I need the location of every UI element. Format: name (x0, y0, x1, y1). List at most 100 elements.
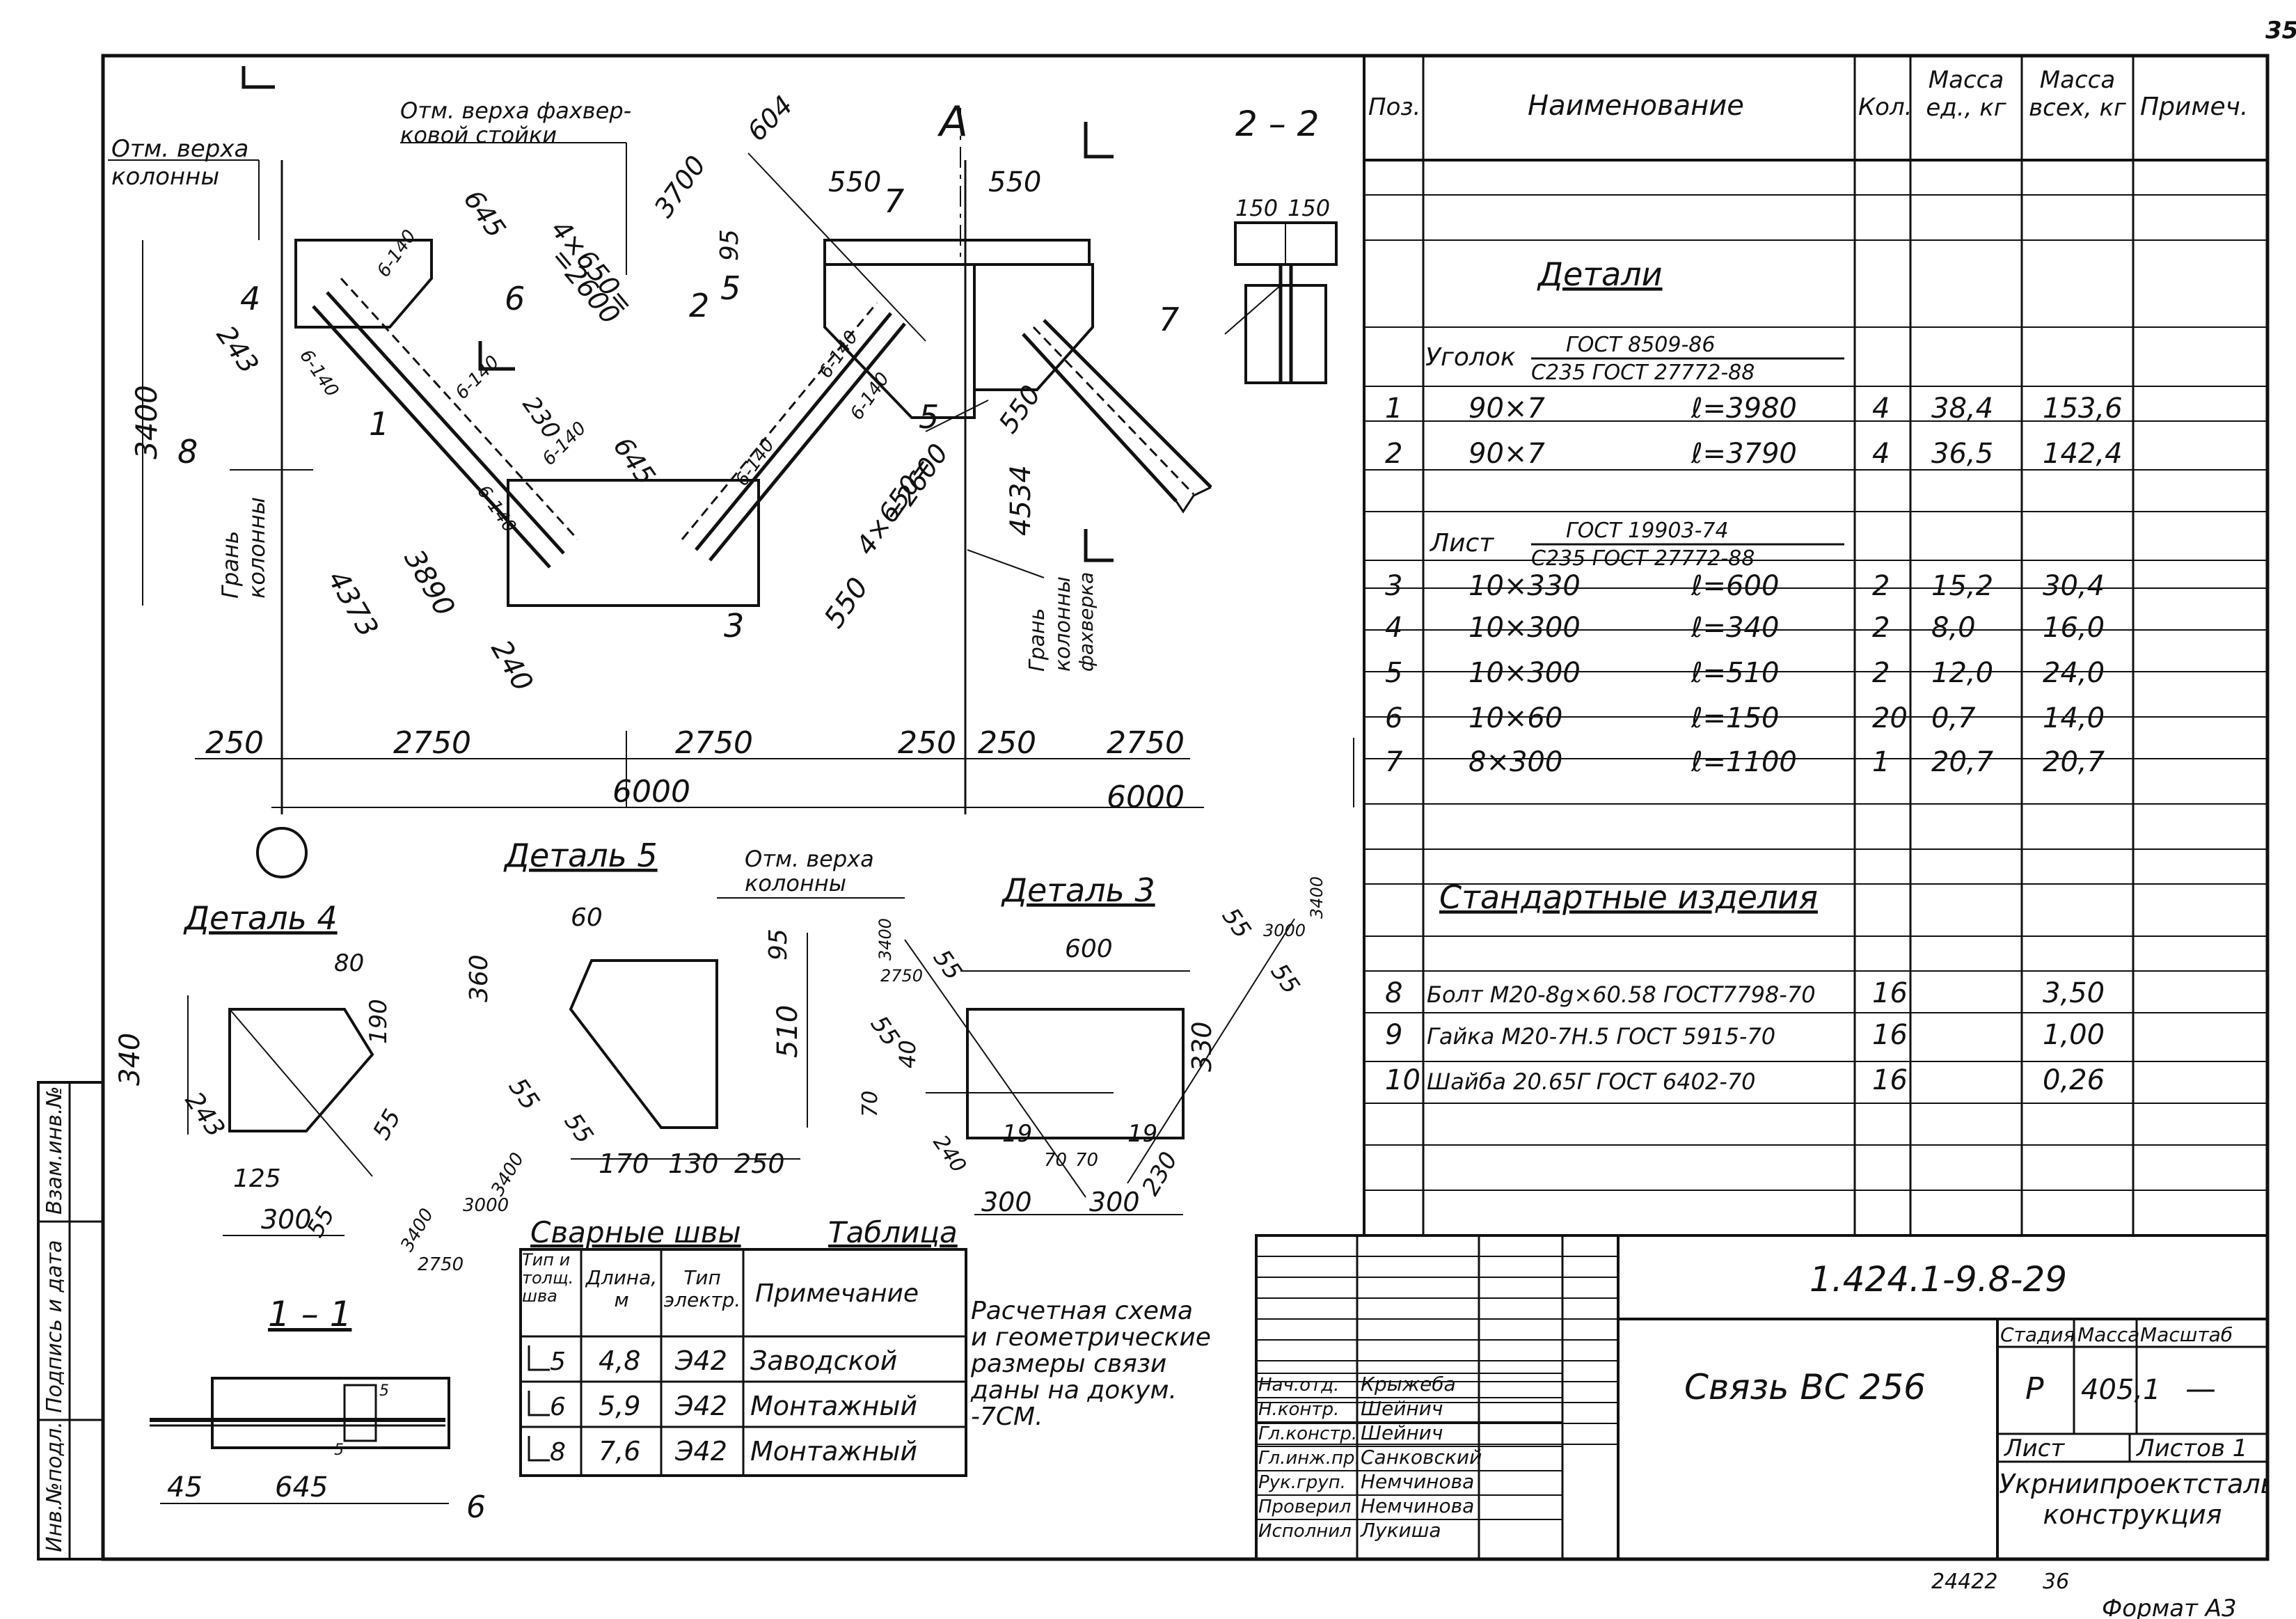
spec-length: ℓ=3980 (1691, 393, 1797, 425)
dimension-label: 550 (818, 572, 875, 634)
spec-mass-unit: 38,4 (1931, 393, 1993, 425)
detail-3: Деталь 3 (904, 871, 1295, 1215)
spec-mass-total: 14,0 (2043, 702, 2105, 734)
spec-sections: Детали Уголок ГОСТ 8509-86 С235 ГОСТ 277… (1425, 255, 1844, 916)
weld-mark: 6-140 (373, 226, 420, 281)
sheet-std-bottom: С235 ГОСТ 27772-88 (1531, 546, 1755, 571)
bottom-dimension: 250 (898, 725, 956, 761)
angle-std-bottom: С235 ГОСТ 27772-88 (1531, 361, 1755, 385)
spec-mass-total: 20,7 (2043, 746, 2105, 778)
spec-qty: 2 (1872, 657, 1890, 689)
detail-3-dimension: 300 (1089, 1187, 1140, 1217)
axis-bubble (256, 827, 308, 878)
stamp-role: Гл.констр. (1258, 1423, 1357, 1444)
detail-3-slope-ra: 3400 (1307, 876, 1327, 919)
section-1-1-dimension: 45 (167, 1471, 203, 1503)
mass-label: Масса (2077, 1323, 2139, 1346)
section-details: Детали (1537, 255, 1663, 293)
drawing-title: Связь ВС 256 (1684, 1367, 1926, 1407)
detail-4-title: Деталь 4 (183, 899, 338, 937)
spec-length: ℓ=150 (1691, 702, 1779, 734)
bottom-dimension: 6000 (1107, 780, 1185, 815)
detail-3-slope-rb: 3000 (1263, 921, 1306, 940)
spec-name: 10×60 (1468, 702, 1562, 734)
weld-type: 5 (550, 1348, 566, 1376)
weld-note: Монтажный (750, 1391, 917, 1421)
sheet-label: Лист (2003, 1435, 2065, 1462)
spec-name: 90×7 (1468, 393, 1545, 425)
spec-pos: 9 (1385, 1019, 1402, 1051)
fach-face-2: колонны (1051, 576, 1075, 672)
dimension-label: 3700 (648, 150, 712, 223)
spec-qty: 16 (1872, 1064, 1908, 1096)
spec-qty: 4 (1872, 393, 1890, 425)
section-1-1-title: 1 – 1 (268, 1294, 351, 1334)
bottom-dimension: 2750 (675, 725, 753, 761)
spec-mass-total: 1,00 (2043, 1019, 2105, 1051)
spec-pos: 4 (1385, 612, 1402, 644)
stamp-role: Нач.отд. (1258, 1375, 1339, 1396)
note-line: размеры связи (970, 1350, 1166, 1378)
detail-4-dimension: 55 (367, 1105, 406, 1144)
detail-5: Деталь 5 Отм. верха колонны (503, 837, 905, 1160)
spec-header-pos: Поз. (1368, 93, 1420, 121)
detail-4-dimension: 340 (114, 1033, 146, 1086)
bottom-dimension: 2750 (393, 725, 471, 761)
position-number: 1 (369, 405, 389, 443)
detail-4-dimension: 125 (233, 1164, 281, 1193)
spec-qty: 16 (1872, 1019, 1908, 1051)
weld-mark: 6-140 (731, 435, 779, 490)
position-number: 2 (689, 287, 709, 324)
stamp-name: Санковский (1361, 1446, 1482, 1469)
margin-label-sign: Подпись и дата (42, 1240, 67, 1414)
weld-header-len: Длина, м (585, 1267, 658, 1311)
dimension-label: 4373 (321, 565, 384, 642)
detail-3-dimension: 55 (1217, 903, 1257, 943)
weld-header-note: Примечание (755, 1279, 919, 1308)
note-line: Расчетная схема (971, 1297, 1193, 1325)
scale-value: — (2185, 1371, 2216, 1407)
stamp-name: Крыжеба (1361, 1373, 1456, 1396)
dimension-label: 604 (741, 90, 798, 147)
mass-value: 405,1 (2081, 1374, 2161, 1406)
bottom-dimension: 6000 (612, 774, 690, 810)
spec-length: ℓ=510 (1691, 657, 1779, 689)
position-number: 8 (177, 433, 198, 471)
spec-mass-unit: 12,0 (1931, 657, 1993, 689)
dimension-label: =2600 (878, 439, 954, 530)
dimension-label: 645 (458, 184, 512, 244)
dimension-label: 240 (484, 635, 539, 697)
weld-electrode: Э42 (674, 1391, 727, 1421)
detail-5-top-2: колонны (745, 870, 846, 897)
position-number: 5 (720, 269, 741, 307)
bottom-number-2: 36 (2043, 1570, 2069, 1594)
dimension-label: 3890 (397, 544, 461, 622)
col-face-1: Грань (217, 530, 244, 599)
stamp-name: Шейнич (1361, 1397, 1443, 1420)
spec-name: 10×300 (1468, 657, 1581, 689)
sheet-frame (101, 54, 2270, 1561)
dimension-label: 150 (1288, 195, 1330, 221)
spec-length: ℓ=340 (1691, 612, 1779, 644)
fach-top-line1: Отм. верха фахвер- (400, 97, 631, 124)
bottom-number-1: 24422 (1931, 1570, 1997, 1594)
section-1-1-dimension: 645 (275, 1471, 328, 1503)
weld-header-el: Тип электр. (663, 1267, 741, 1311)
detail-5-slope-a: 3400 (487, 1149, 528, 1199)
spec-mass-total: 24,0 (2043, 657, 2105, 689)
stamp-role: Рук.груп. (1258, 1472, 1346, 1493)
spec-qty: 2 (1872, 570, 1890, 602)
weld-mark: 6-140 (473, 482, 520, 537)
dimension-label: 3400 (129, 385, 164, 459)
section-1-1-position: 6 (466, 1490, 486, 1525)
col-face-2: колонны (244, 497, 270, 599)
detail-3-dimension: 70 (858, 1091, 882, 1117)
detail-3-dimension: 19 (1002, 1120, 1032, 1148)
spec-mass-unit: 36,5 (1931, 438, 1993, 470)
spec-header-note: Примеч. (2140, 93, 2248, 121)
margin-label-inv: Инв.№подл. (42, 1421, 67, 1552)
sheet-std-top: ГОСТ 19903-74 (1566, 519, 1729, 543)
detail-5-dimension: 55 (503, 1073, 545, 1116)
